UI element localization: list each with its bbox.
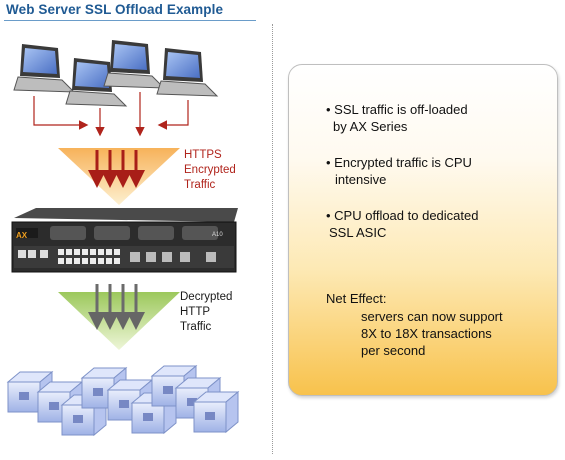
https-label: HTTPS Encrypted Traffic bbox=[184, 148, 236, 193]
https-label-line: Encrypted bbox=[184, 164, 236, 176]
appliance-brand: AX bbox=[16, 231, 28, 240]
laptop-icon bbox=[13, 44, 76, 93]
net-effect-line: per second bbox=[361, 343, 426, 358]
bullet-line: by AX Series bbox=[333, 119, 408, 134]
http-funnel bbox=[58, 292, 180, 350]
network-appliance-icon: AX A10 bbox=[11, 208, 238, 273]
bullet-cpu-intensive: • Encrypted traffic is CPU intensive bbox=[326, 154, 472, 188]
server-icon bbox=[192, 390, 240, 434]
http-arrows bbox=[88, 284, 145, 330]
http-label-line: Traffic bbox=[180, 321, 212, 333]
net-effect-title: Net Effect: bbox=[326, 291, 387, 306]
bullet-line: intensive bbox=[335, 172, 387, 187]
appliance-model: A10 bbox=[212, 232, 223, 238]
http-label: Decrypted HTTP Traffic bbox=[180, 290, 232, 335]
https-label-line: Traffic bbox=[184, 179, 216, 191]
net-effect-line: servers can now support bbox=[361, 309, 503, 324]
bullet-line: • Encrypted traffic is CPU bbox=[326, 155, 472, 170]
bullet-line: • SSL traffic is off-loaded bbox=[326, 102, 468, 117]
net-effect-line: 8X to 18X transactions bbox=[361, 326, 492, 341]
bullet-ssl-offload: • SSL traffic is off-loaded by AX Series bbox=[326, 101, 468, 135]
diagram-title: Web Server SSL Offload Example bbox=[6, 2, 224, 17]
bullet-line: • CPU offload to dedicated bbox=[326, 208, 479, 223]
vertical-divider bbox=[272, 24, 273, 454]
http-label-line: Decrypted bbox=[180, 291, 233, 303]
bullet-cpu-offload: • CPU offload to dedicated SSL ASIC bbox=[326, 207, 478, 241]
bullet-line: SSL ASIC bbox=[329, 225, 387, 240]
https-arrows bbox=[88, 150, 145, 188]
title-underline bbox=[4, 20, 256, 21]
laptop-icon bbox=[103, 40, 166, 89]
client-traffic-arrows bbox=[33, 92, 189, 137]
benefits-panel bbox=[288, 64, 558, 396]
http-label-line: HTTP bbox=[180, 306, 211, 318]
https-label-line: HTTPS bbox=[184, 149, 222, 161]
https-funnel bbox=[58, 148, 180, 205]
laptop-icon bbox=[65, 58, 128, 107]
laptop-icon bbox=[156, 48, 219, 97]
net-effect-body: servers can now support 8X to 18X transa… bbox=[361, 308, 503, 359]
